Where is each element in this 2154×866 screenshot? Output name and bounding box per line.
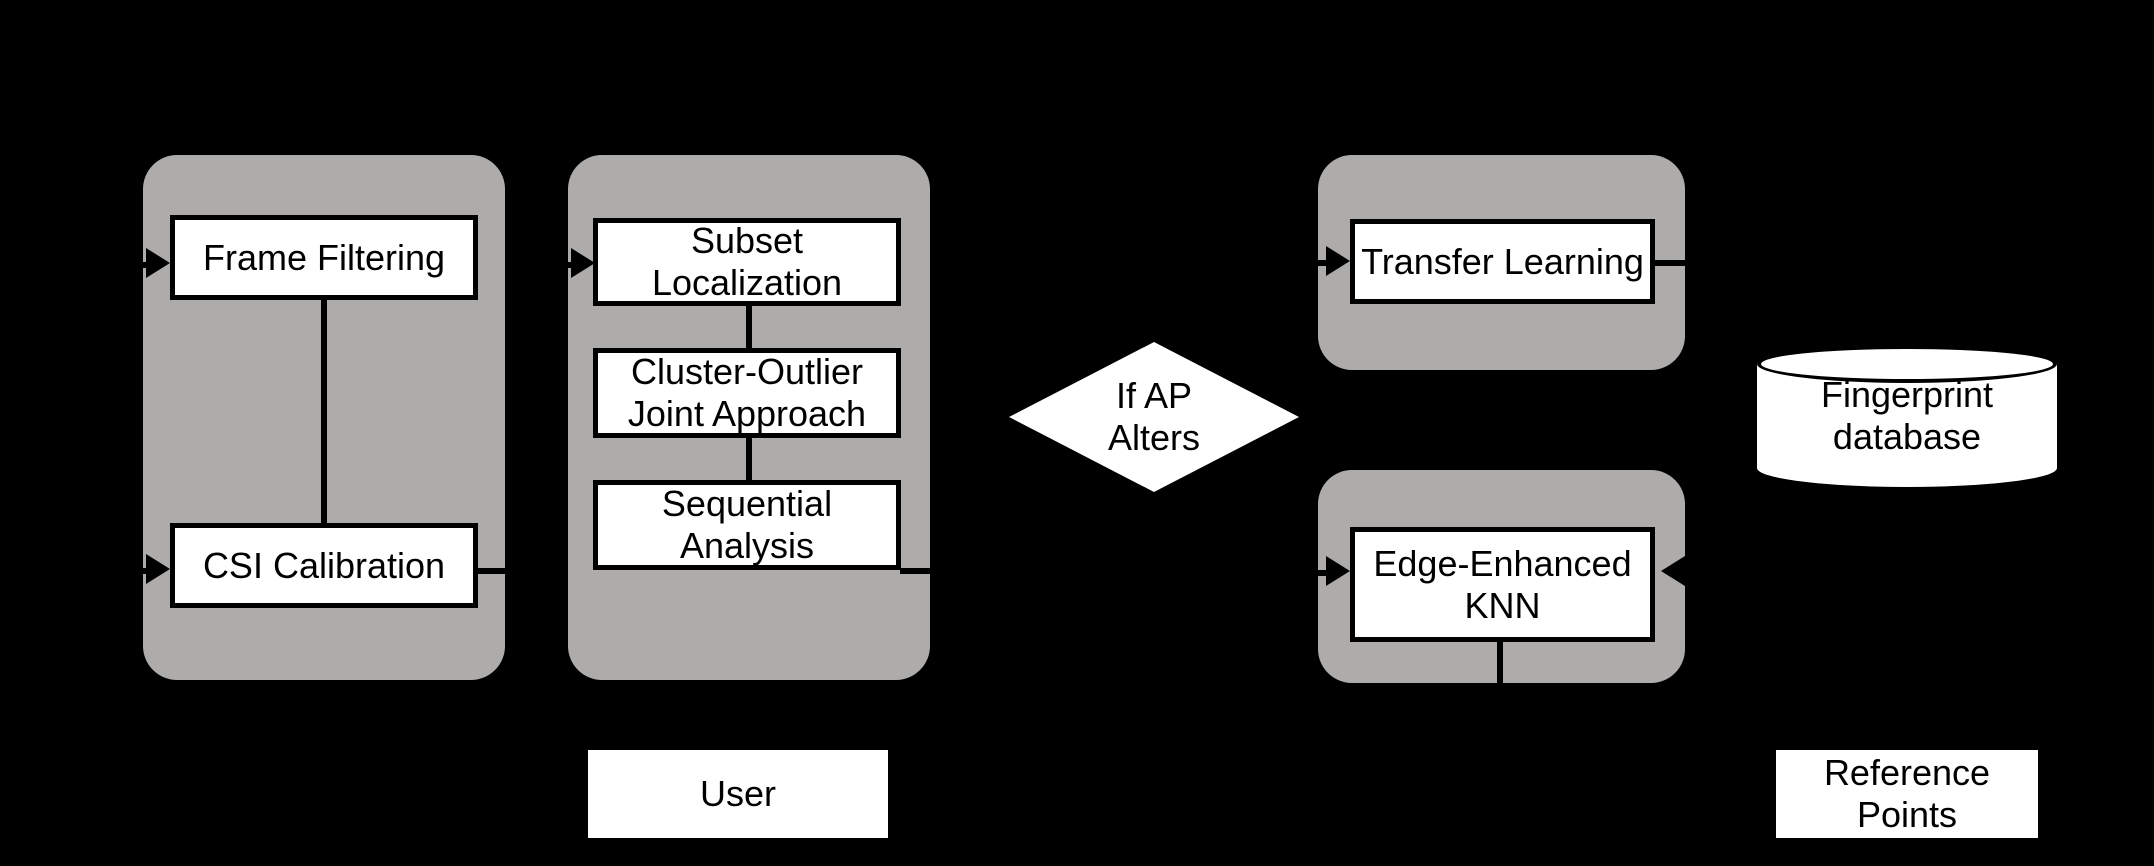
- node-sequential-analysis[interactable]: Sequential Analysis: [593, 480, 901, 570]
- node-frame-filtering[interactable]: Frame Filtering: [170, 215, 478, 300]
- cylinder-top-ellipse: [1757, 345, 2057, 383]
- arrowhead-input-edge-enhanced-knn: [1326, 556, 1350, 586]
- node-subset-localization-label: Subset Localization: [651, 220, 843, 303]
- node-transfer-learning-label: Transfer Learning: [1361, 240, 1644, 282]
- node-csi-calibration-label: CSI Calibration: [202, 544, 446, 586]
- node-edge-enhanced-knn-label: Edge-Enhanced KNN: [1373, 542, 1632, 626]
- arrowhead-database-to-edge-enhanced-knn: [1661, 556, 1685, 586]
- node-sequential-analysis-label: Sequential Analysis: [661, 483, 833, 566]
- connector-edge-enhanced-knn-output: [1497, 640, 1503, 685]
- connector-cluster-to-sequential: [746, 437, 752, 491]
- connector-database-to-edge-enhanced-knn: [1685, 570, 1733, 576]
- node-user[interactable]: User: [588, 750, 888, 838]
- connector-input-transfer-learning: [1288, 260, 1336, 266]
- node-cluster-outlier-joint-approach-label: Cluster-Outlier Joint Approach: [627, 351, 867, 434]
- arrowhead-input-subset-localization: [571, 248, 595, 278]
- connector-sequential-analysis-output: [900, 568, 933, 574]
- node-fingerprint-database[interactable]: Fingerprint database: [1757, 345, 2057, 487]
- connector-input-subset-localization: [535, 262, 580, 268]
- arrowhead-input-transfer-learning: [1326, 246, 1350, 276]
- node-if-ap-alters-label: If AP Alters: [1107, 375, 1201, 458]
- connector-csi-calibration-output: [478, 568, 508, 574]
- node-transfer-learning[interactable]: Transfer Learning: [1350, 219, 1655, 304]
- connector-input-csi-calibration: [110, 568, 155, 574]
- node-csi-calibration[interactable]: CSI Calibration: [170, 523, 478, 608]
- node-frame-filtering-label: Frame Filtering: [202, 236, 446, 278]
- connector-frame-filtering-to-csi-calibration: [321, 300, 327, 535]
- node-edge-enhanced-knn[interactable]: Edge-Enhanced KNN: [1350, 527, 1655, 642]
- arrowhead-input-frame-filtering: [146, 248, 170, 278]
- arrowhead-input-csi-calibration: [146, 554, 170, 584]
- connector-subset-to-cluster: [746, 305, 752, 359]
- node-subset-localization[interactable]: Subset Localization: [593, 218, 901, 306]
- node-cluster-outlier-joint-approach[interactable]: Cluster-Outlier Joint Approach: [593, 348, 901, 438]
- node-if-ap-alters[interactable]: If AP Alters: [1009, 342, 1299, 492]
- connector-input-edge-enhanced-knn: [1288, 570, 1336, 576]
- connector-input-frame-filtering: [110, 262, 155, 268]
- connector-transfer-learning-output: [1655, 260, 1690, 266]
- node-fingerprint-database-label: Fingerprint database: [1820, 374, 1994, 457]
- node-reference-points[interactable]: Reference Points: [1776, 750, 2038, 838]
- node-reference-points-label: Reference Points: [1823, 752, 1991, 835]
- node-user-label: User: [699, 773, 776, 815]
